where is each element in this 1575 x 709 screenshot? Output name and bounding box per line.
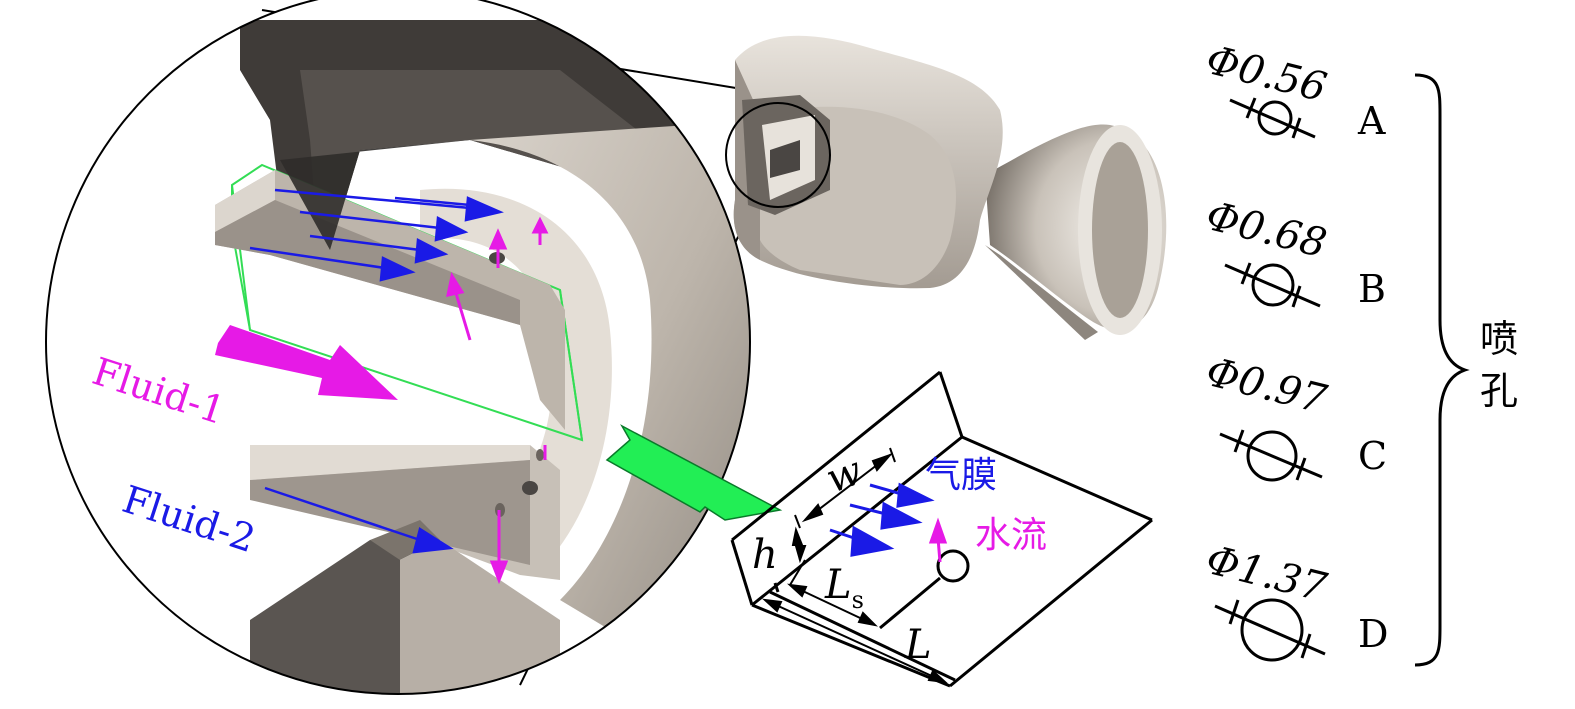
water-flow-label: 水流 [975,515,1048,556]
orifice-a-letter: A [1358,99,1386,143]
orifice-symbol-c [1219,429,1323,482]
orifice-c-letter: C [1358,434,1388,478]
orifice-symbol-a [1229,97,1316,139]
dim-ls-sub: s [851,586,864,614]
orifice-symbols [1214,97,1326,662]
dim-ls-label: Ls [825,565,864,612]
slot-schematic [730,370,1153,688]
dim-ls-main: L [825,562,852,608]
orifice-group-label-line2: 孔 [1480,369,1519,413]
callout-arrow [605,424,783,521]
orifice-group-label-line1: 喷 [1480,317,1519,361]
zoom-detail [46,0,750,694]
zoom-circle [45,0,751,695]
injector-body [733,35,1167,340]
orifice-symbol-b [1224,262,1321,308]
dimension-lines [762,447,948,684]
air-film-arrows [829,482,935,557]
orifice-group-brace [1414,73,1470,667]
orifice-symbol-d [1214,598,1326,662]
orifice-d-letter: D [1358,612,1389,656]
zoom-source-circle [725,102,831,208]
orifice-b-letter: B [1358,267,1386,311]
water-flow-arrow [928,517,948,563]
dim-l-label: L [905,622,932,668]
dim-h-label: h [752,532,778,578]
air-film-label: 气膜 [925,455,998,496]
